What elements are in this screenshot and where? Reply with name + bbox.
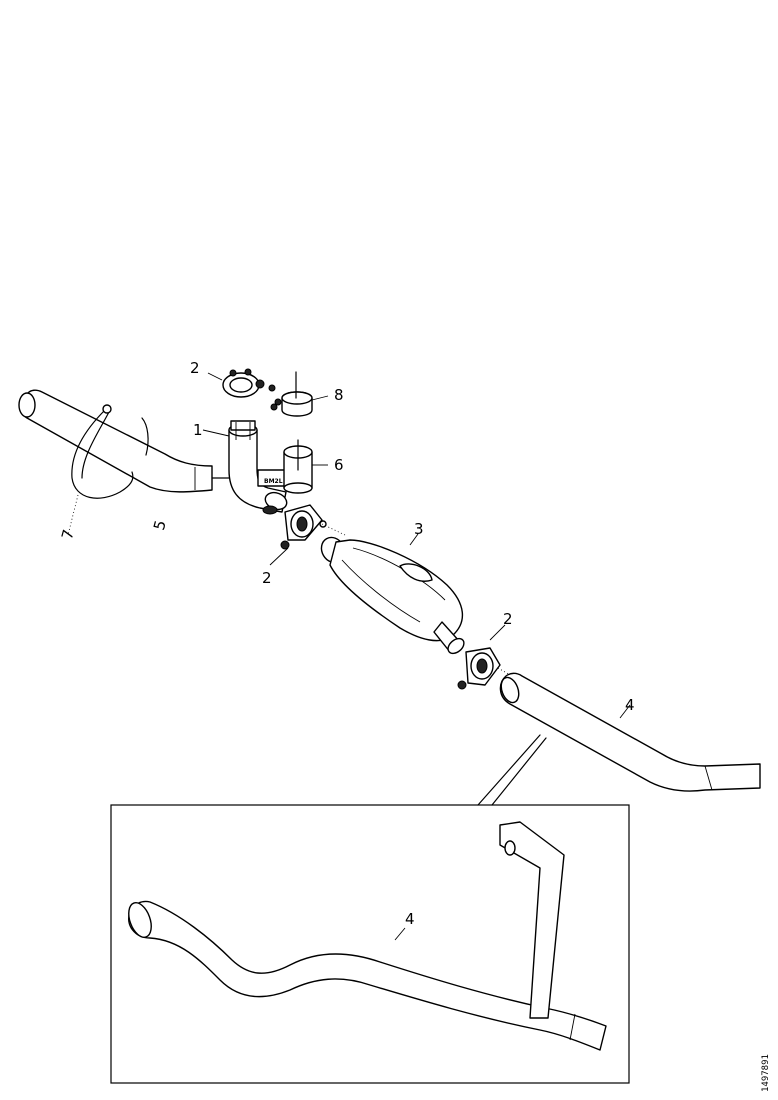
drawing-reference: 1497891: [761, 1054, 771, 1092]
catalytic-converter-3: [320, 533, 465, 655]
label-2-right: 2: [503, 610, 513, 628]
label-2-top: 2: [190, 359, 200, 377]
label-4-inset: 4: [405, 910, 415, 928]
flange-clamp-2-middle: [269, 504, 346, 566]
flange-clamp-2-right: [457, 624, 513, 690]
tail-pipe-4-inset: [128, 821, 607, 1051]
tail-pipe-4: [477, 672, 761, 806]
flange-clamp-2-top: [207, 368, 276, 398]
front-exhaust-pipe-5: [18, 389, 253, 493]
label-7: 7: [58, 528, 78, 542]
label-8: 8: [334, 386, 344, 404]
inset-frame: [110, 804, 630, 1084]
part-labels: 1 2 2 2 3 4 4 5 6 7 8: [58, 359, 635, 928]
short-pipe-6: [283, 439, 328, 494]
pipe-clamp-8: [270, 371, 329, 417]
label-2-middle: 2: [262, 569, 272, 587]
label-3: 3: [414, 520, 424, 538]
svg-text:BM2L: BM2L: [264, 478, 283, 485]
hanger-strap-7: [67, 404, 149, 536]
label-4: 4: [625, 696, 635, 714]
elbow-pipe-1: BM2L: [228, 420, 299, 515]
label-1: 1: [193, 421, 203, 439]
label-6: 6: [334, 456, 344, 474]
label-5: 5: [150, 518, 170, 532]
